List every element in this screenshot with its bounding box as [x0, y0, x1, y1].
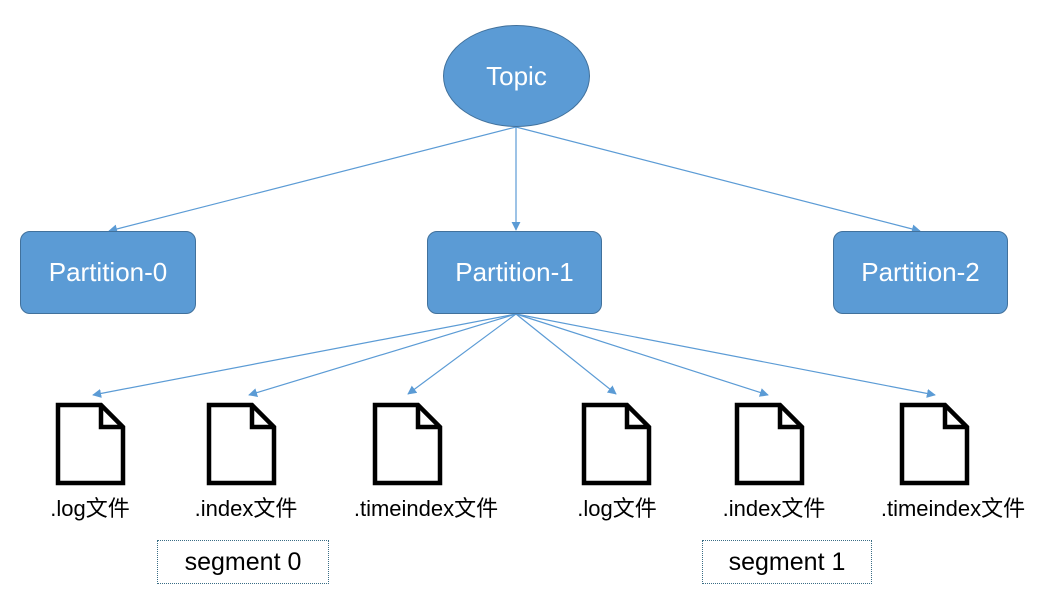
partition-2-node: Partition-2: [833, 231, 1008, 314]
partition-0-node: Partition-0: [20, 231, 196, 314]
file-label-timeindex-0: .timeindex文件: [353, 496, 499, 521]
topic-label: Topic: [486, 60, 547, 91]
topic-node: Topic: [443, 25, 590, 127]
document-icon: [372, 402, 444, 486]
edge-partition-1-file-2: [248, 313, 517, 397]
file-label-index-0: .index文件: [194, 496, 298, 521]
file-label-timeindex-1: .timeindex文件: [880, 496, 1026, 521]
document-icon: [206, 402, 278, 486]
document-icon: [899, 402, 971, 486]
document-icon: [55, 402, 127, 486]
partition-1-node: Partition-1: [427, 231, 602, 314]
partition-0-label: Partition-0: [48, 257, 168, 287]
file-label-index-1: .index文件: [722, 496, 826, 521]
segment-0-text: segment 0: [184, 547, 302, 576]
file-label-log-1: .log文件: [577, 496, 657, 521]
edge-topic-partition-2: [515, 126, 921, 234]
edge-partition-1-file-4: [515, 313, 617, 395]
segment-1-label: segment 1: [702, 540, 872, 584]
document-icon: [734, 402, 806, 486]
segment-0-label: segment 0: [157, 540, 329, 584]
edge-partition-1-file-1: [92, 313, 517, 398]
file-label-log-0: .log文件: [50, 496, 130, 521]
segment-1-text: segment 1: [728, 547, 846, 576]
partition-2-label: Partition-2: [861, 257, 980, 287]
partition-1-label: Partition-1: [455, 257, 574, 287]
edge-topic-partition-0: [108, 126, 517, 234]
edge-partition-1-file-6: [515, 313, 936, 398]
edge-partition-1-file-3: [407, 313, 517, 395]
edge-partition-1-file-5: [515, 313, 769, 397]
document-icon: [581, 402, 653, 486]
